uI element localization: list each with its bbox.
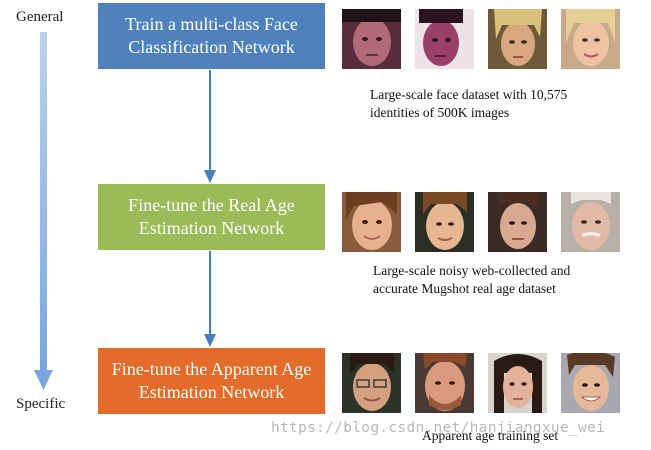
face-photo (488, 192, 547, 252)
face-photo (561, 192, 620, 252)
general-label: General (16, 9, 64, 25)
face-photo (488, 353, 547, 413)
stage-2-title-line2: Estimation Network (138, 218, 285, 238)
stage-box-real-age: Fine-tune the Real Age Estimation Networ… (98, 184, 325, 250)
stage-box-face-classification: Train a multi-class Face Classification … (98, 3, 325, 69)
stage-box-apparent-age: Fine-tune the Apparent Age Estimation Ne… (98, 348, 325, 414)
face-photo (561, 353, 620, 413)
stage-1-title-line2: Classification Network (128, 37, 295, 57)
face-samples-row-1 (342, 9, 632, 69)
face-photo (415, 9, 474, 69)
dataset-caption-3-line1: Apparent age training set (422, 428, 559, 443)
face-samples-row-3 (342, 353, 632, 413)
specific-label: Specific (16, 396, 66, 412)
face-photo (342, 192, 401, 252)
stage-1-title-line1: Train a multi-class Face (125, 14, 298, 34)
dataset-caption-1-line1: Large-scale face dataset with 10,575 (370, 87, 568, 102)
face-photo (561, 9, 620, 69)
stage-3-title-line2: Estimation Network (138, 382, 285, 402)
stage-3-title-line1: Fine-tune the Apparent Age (111, 359, 312, 379)
dataset-caption-1-line2: identities of 500K images (370, 105, 510, 120)
watermark-url: https://blog.csdn.net/hanjiangxue_wei (271, 420, 606, 436)
dataset-caption-2: Large-scale noisy web-collected and accu… (373, 262, 623, 298)
dataset-caption-2-line1: Large-scale noisy web-collected and (373, 263, 571, 278)
face-photo (488, 9, 547, 69)
face-samples-row-2 (342, 192, 632, 252)
general-specific-arrow (34, 32, 53, 390)
flow-arrow-2 (204, 251, 216, 347)
dataset-caption-3: Apparent age training set (422, 427, 622, 445)
face-photo (342, 353, 401, 413)
stage-2-title-line1: Fine-tune the Real Age (128, 195, 295, 215)
face-photo (342, 9, 401, 69)
flow-arrow-1 (204, 70, 216, 183)
face-photo (415, 353, 474, 413)
face-photo (415, 192, 474, 252)
dataset-caption-1: Large-scale face dataset with 10,575 ide… (370, 86, 610, 122)
dataset-caption-2-line2: accurate Mugshot real age dataset (373, 281, 556, 296)
